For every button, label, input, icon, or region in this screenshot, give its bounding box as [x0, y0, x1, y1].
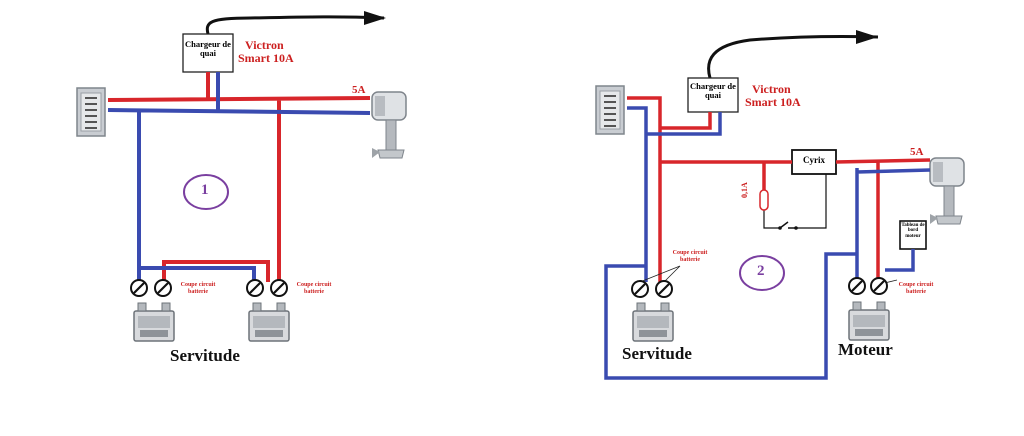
circle-number-2: 2 [757, 263, 765, 279]
push-switch-icon [779, 221, 796, 229]
battery-icon-servitude-2 [632, 302, 674, 342]
circle-marker-2 [739, 255, 785, 291]
diagram-1 [76, 11, 407, 342]
battery-cutoff-icon-2d [869, 276, 889, 296]
coupe-label-2b: Coupe circuit batterie [898, 282, 934, 295]
fuse-5a-label-2: 5A [910, 146, 924, 158]
shore-power-arrow-2 [707, 34, 879, 79]
circle-number-1: 1 [201, 182, 209, 198]
negative-bus-1 [107, 72, 371, 282]
positive-wiring-2 [627, 96, 931, 282]
servitude-label-2: Servitude [622, 344, 692, 363]
coupe-label-2a: Coupe circuit batterie [672, 250, 708, 263]
circle-marker-1 [183, 174, 229, 210]
coupe-label-1a: Coupe circuit batterie [180, 282, 216, 295]
diagram-2 [595, 30, 965, 380]
victron-label-1b: Smart 10A [238, 51, 294, 65]
fuse-01a-label: 0,1A [740, 182, 749, 198]
charger-label-2: Chargeur de quai [690, 81, 736, 100]
negative-wiring-2 [604, 106, 931, 380]
battery-cutoff-icon-2c [847, 276, 867, 296]
outboard-motor-icon-2 [929, 157, 965, 225]
battery-icon-1a [133, 302, 175, 342]
outboard-motor-icon-1 [371, 91, 407, 159]
positive-bus-1 [107, 72, 371, 282]
battery-interconnect-blue-1 [137, 266, 256, 282]
battery-cutoff-icon-2a [630, 279, 650, 299]
battery-cutoff-icon-1c [245, 278, 265, 298]
coupe-label-1b: Coupe circuit batterie [296, 282, 332, 295]
battery-cutoff-icon-1b [153, 278, 173, 298]
victron-label-1a: Victron [245, 38, 284, 52]
fuse-5a-label-1: 5A [352, 84, 366, 96]
battery-icon-moteur-2 [848, 301, 890, 341]
switch-panel-icon-2 [595, 85, 625, 135]
servitude-label-1: Servitude [170, 346, 240, 365]
battery-cutoff-icon-2b [654, 279, 674, 299]
cyrix-label: Cyrix [803, 155, 825, 165]
battery-interconnect-red-1 [162, 260, 270, 282]
battery-cutoff-icon-1a [129, 278, 149, 298]
tableau-label: Tableau de bord moteur [901, 223, 925, 239]
charger-box-1 [182, 33, 234, 73]
charger-label-1: Chargeur de quai [185, 39, 231, 58]
fuse-switch-line [763, 174, 827, 229]
victron-label-2b: Smart 10A [745, 95, 801, 109]
shore-power-arrowhead-2 [856, 30, 878, 44]
shore-power-arrowhead-1 [364, 11, 386, 25]
battery-cutoff-icon-1d [269, 278, 289, 298]
charger-box-2 [687, 77, 739, 113]
shore-power-arrow-1 [205, 15, 385, 35]
switch-panel-icon-1 [76, 87, 106, 137]
fuse-01a [759, 189, 769, 211]
victron-label-2a: Victron [752, 82, 791, 96]
moteur-label: Moteur [838, 340, 893, 359]
battery-icon-1b [248, 302, 290, 342]
